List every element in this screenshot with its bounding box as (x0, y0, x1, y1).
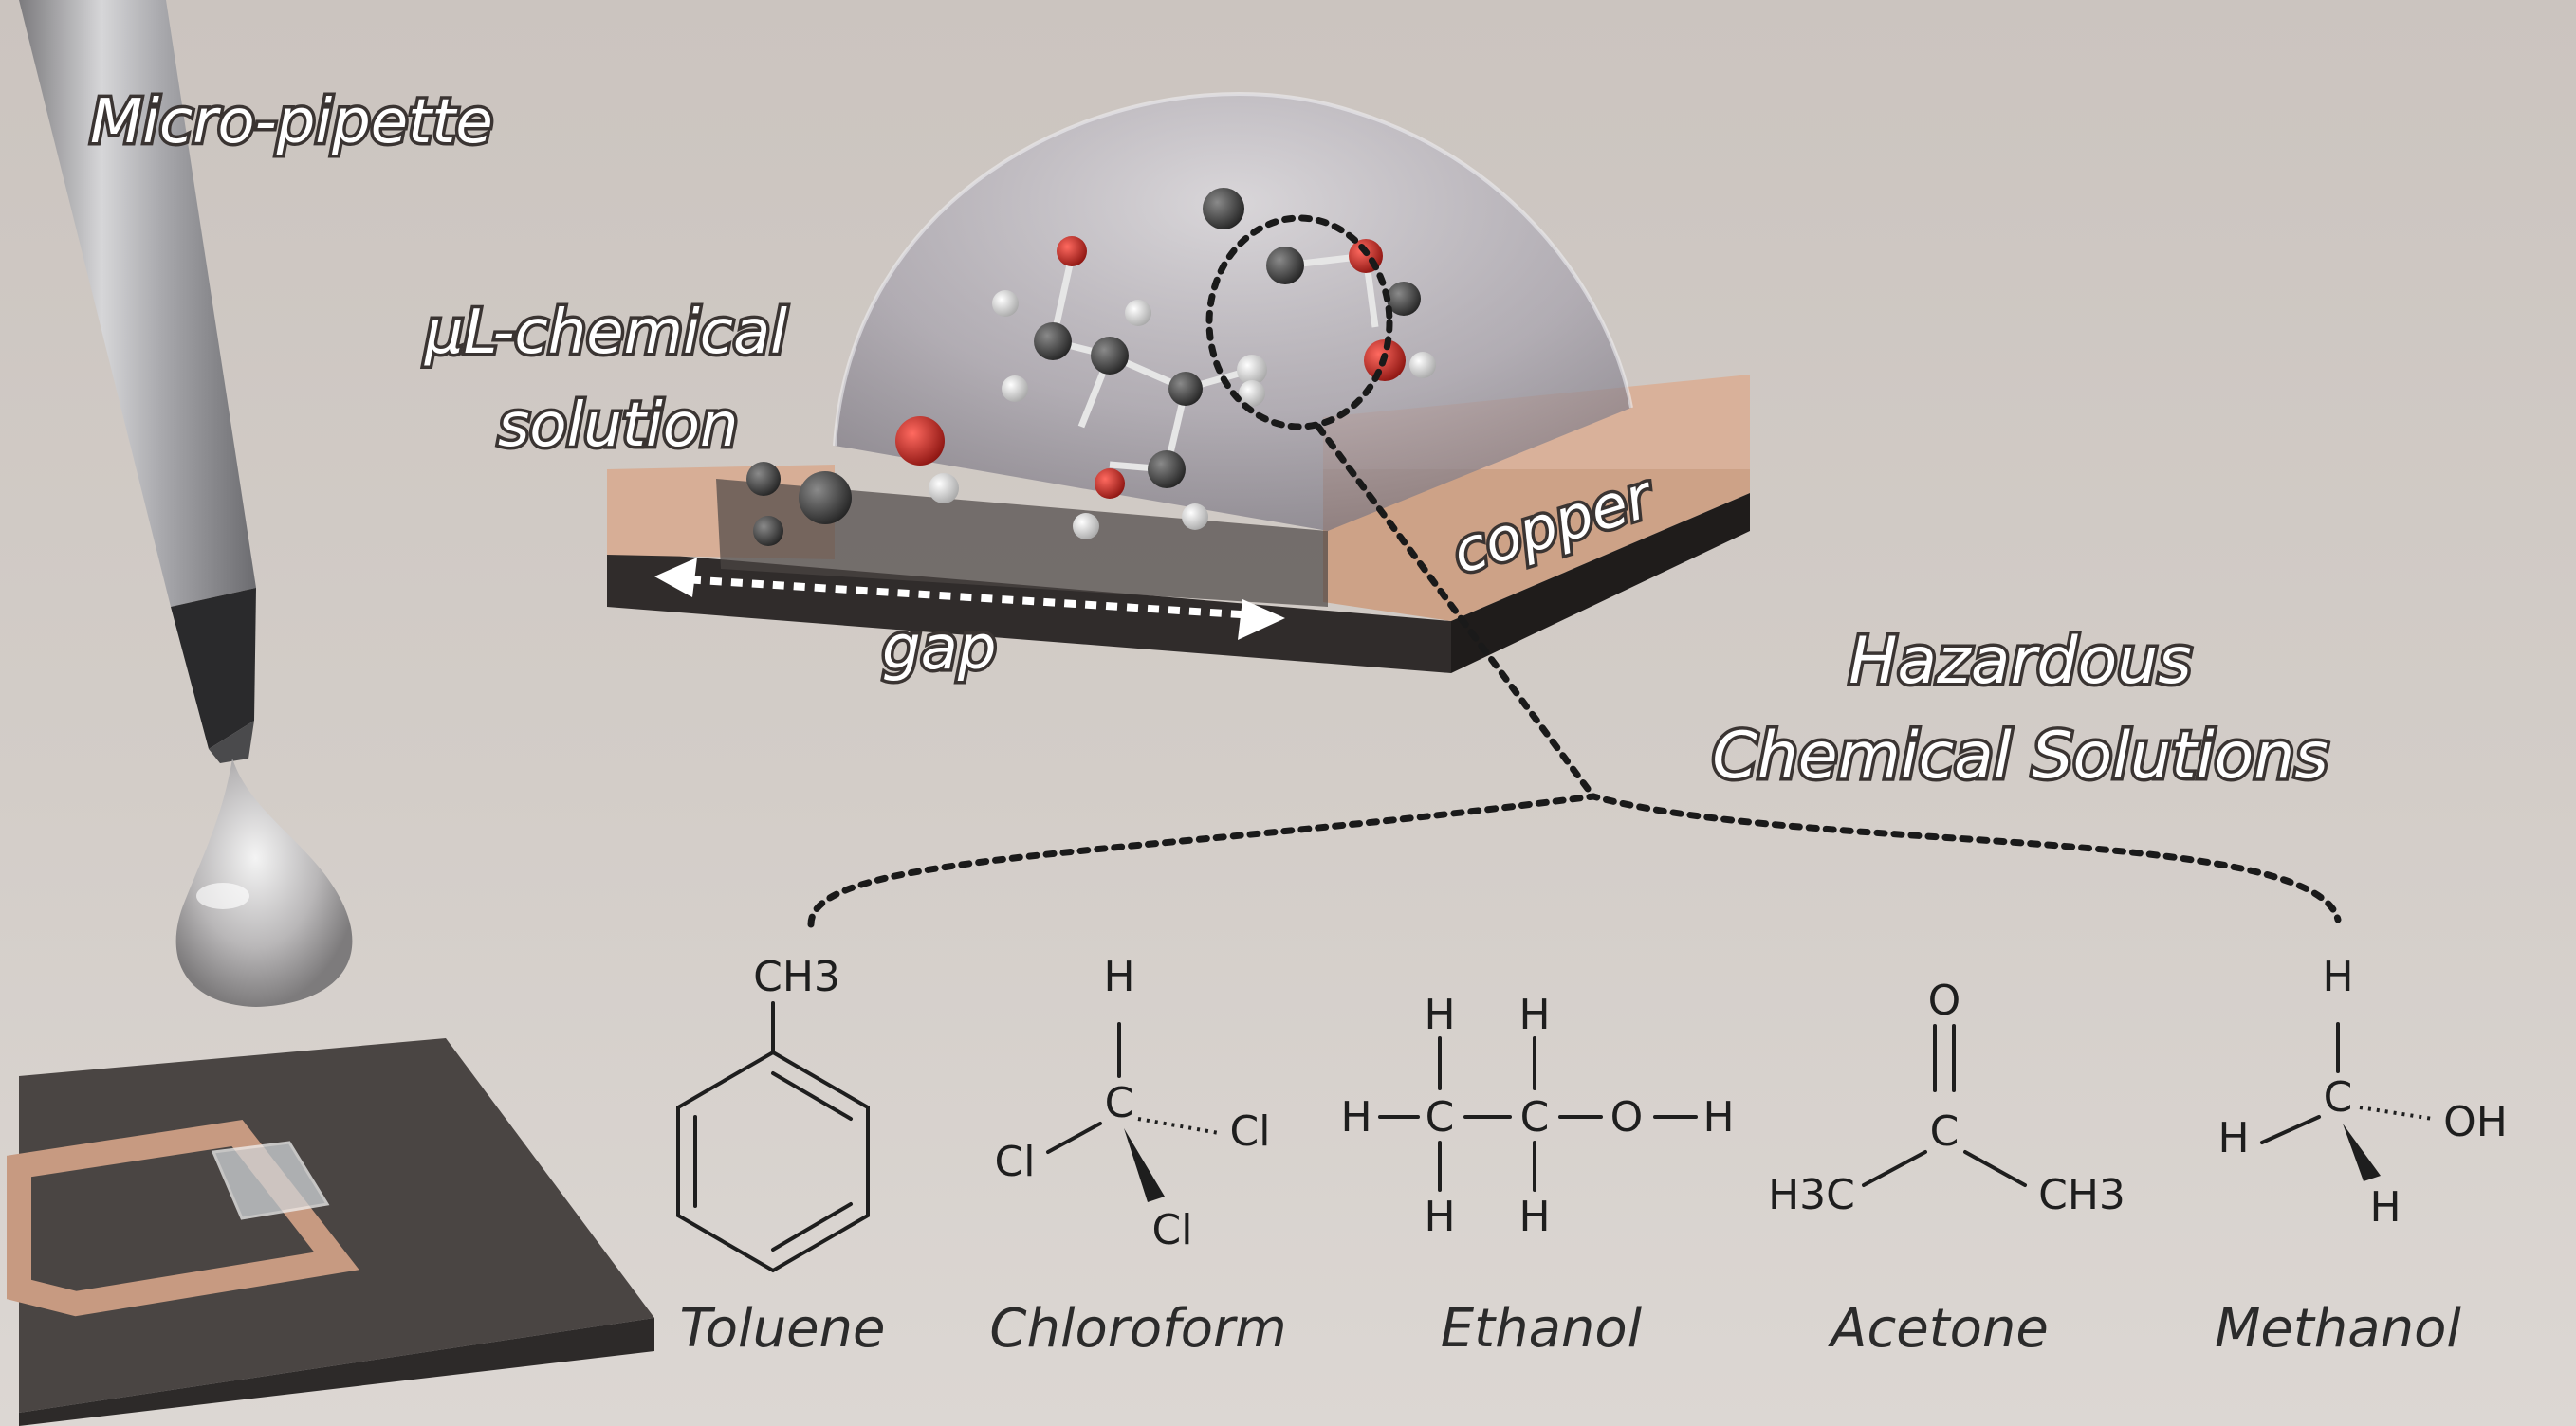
carbon-atom (1387, 282, 1421, 316)
hydrogen-atom (1239, 380, 1265, 407)
hazard-label-line2: Chemical Solutions (1712, 719, 2328, 794)
ethanol-h-left: H (1340, 1093, 1371, 1142)
carbon-atom (1168, 372, 1203, 406)
pipette-label: Micro-pipette (90, 87, 493, 157)
solution-dome (833, 92, 1633, 531)
toluene-caption: Toluene (680, 1298, 886, 1360)
chloroform-h-label: H (1103, 953, 1134, 1001)
acetone-ch3-left: H3C (1768, 1171, 1855, 1219)
gap-arrow (654, 558, 1285, 640)
micro-pipette (19, 0, 256, 763)
carbon-atom (1091, 337, 1129, 375)
ethanol-c2: C (1520, 1093, 1550, 1142)
ethanol-h-right: H (1702, 1093, 1734, 1142)
carbon-atom (799, 471, 852, 524)
acetone-structure: O C H3C CH3 Acetone (1768, 977, 2125, 1360)
hydrogen-atom (1237, 355, 1267, 385)
carbon-atom (746, 462, 781, 496)
hydrogen-atom (1182, 503, 1208, 530)
oxygen-atom (895, 416, 945, 466)
hydrogen-atom (1125, 300, 1151, 326)
carbon-atom (1034, 322, 1072, 360)
ball-and-stick-molecules (746, 188, 1436, 546)
acetone-ch3-right: CH3 (2038, 1171, 2125, 1219)
carbon-atom (1266, 247, 1304, 284)
hydrogen-atom (992, 290, 1019, 317)
solution-label-line2: solution (498, 391, 738, 461)
carbon-atom (1203, 188, 1244, 229)
chloroform-c-label: C (1105, 1079, 1134, 1127)
hydrogen-atom (1073, 513, 1099, 539)
carbon-atom (1148, 450, 1186, 488)
ethanol-c1: C (1426, 1093, 1455, 1142)
acetone-c-label: C (1930, 1107, 1960, 1156)
oxygen-atom (1095, 468, 1125, 499)
ethanol-structure: H H H C C O H H H Ethanol (1340, 991, 1734, 1360)
carbon-atom (753, 516, 783, 546)
ethanol-h-top2: H (1518, 991, 1550, 1039)
toluene-structure: CH3 Toluene (676, 953, 886, 1360)
chloroform-caption: Chloroform (989, 1298, 1286, 1360)
ethanol-h-top1: H (1424, 991, 1455, 1039)
methanol-h-left: H (2217, 1114, 2249, 1162)
ethanol-h-bot1: H (1424, 1193, 1455, 1241)
ethanol-caption: Ethanol (1441, 1298, 1643, 1360)
magnifier-leader (807, 214, 2342, 928)
methanol-h-bottom: H (2369, 1183, 2401, 1232)
ethanol-o: O (1610, 1093, 1644, 1142)
acetone-o-label: O (1928, 977, 1961, 1025)
copper-device (607, 375, 1750, 673)
gap-label: gap (882, 613, 996, 684)
hydrogen-atom (929, 473, 959, 503)
sensor-chip (6, 1038, 654, 1426)
methanol-caption: Methanol (2215, 1298, 2461, 1360)
methanol-c-label: C (2324, 1073, 2353, 1122)
toluene-methyl-label: CH3 (753, 953, 840, 1001)
oxygen-atom (1057, 236, 1087, 266)
chloroform-structure: H C Cl Cl Cl Chloroform (989, 953, 1286, 1360)
chloroform-cl-bottom-label: Cl (1152, 1206, 1193, 1254)
methanol-h-top: H (2322, 953, 2353, 1001)
acetone-caption: Acetone (1828, 1298, 2049, 1360)
chloroform-cl-right-label: Cl (1230, 1107, 1271, 1156)
hydrogen-atom (1409, 352, 1436, 378)
chloroform-cl-left-label: Cl (995, 1138, 1036, 1186)
methanol-oh-label: OH (2443, 1098, 2508, 1146)
ethanol-h-bot2: H (1518, 1193, 1550, 1241)
hydrogen-atom (1002, 375, 1028, 402)
hazard-label-line1: Hazardous (1849, 624, 2191, 699)
solution-label-line1: μL-chemical (424, 298, 787, 368)
methanol-structure: H C H OH H Methanol (2215, 953, 2508, 1360)
droplet (175, 759, 353, 1007)
